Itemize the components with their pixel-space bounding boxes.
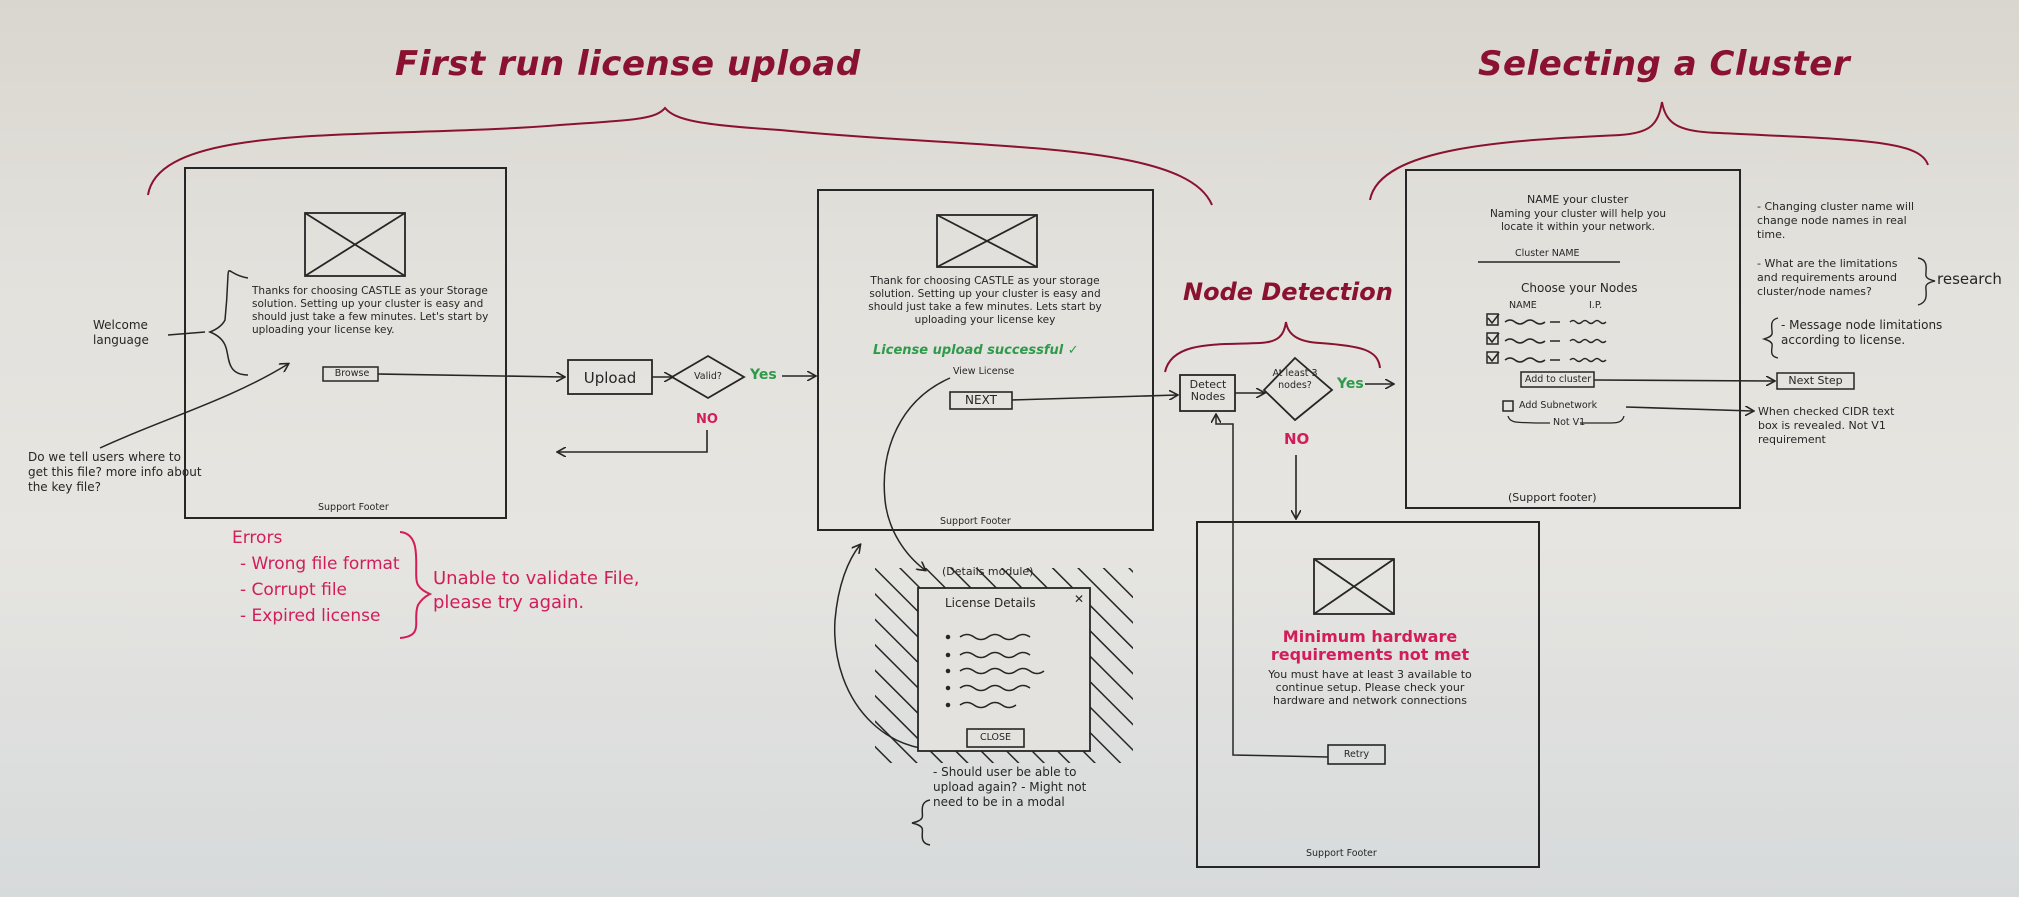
annotation-key-file-question: Do we tell users where to get this file?…	[28, 450, 202, 494]
screen1-annotation-arrow-welcome	[167, 331, 206, 336]
screen2-welcome-text: Thank for choosing CASTLE as your storag…	[868, 275, 1102, 326]
modal-note: - Should user be able to upload again? -…	[933, 765, 1087, 809]
errors-heading: Errors	[232, 528, 283, 548]
note-license-limitations: - Message node limitations according to …	[1781, 318, 1943, 347]
section-title-selecting-cluster: Selecting a Cluster	[1478, 44, 1851, 84]
details-modal-squiggle-lines	[945, 633, 1045, 709]
node-yes-label: Yes	[1337, 376, 1364, 392]
errors-list: Errors - Wrong file format - Corrupt fil…	[232, 525, 412, 629]
not-v1-label: Not V1	[1553, 417, 1586, 428]
close-x-icon[interactable]: ✕	[1074, 592, 1085, 606]
col-ip-header: I.P.	[1589, 300, 1603, 311]
errors-message: Unable to validate File, please try agai…	[433, 568, 640, 613]
add-to-cluster-label[interactable]: Add to cluster	[1524, 374, 1592, 385]
add-subnetwork-checkbox[interactable]	[1502, 400, 1514, 412]
note-cluster-name-realtime: - Changing cluster name will change node…	[1757, 200, 1915, 241]
details-modal-dialog	[917, 587, 1091, 752]
arrow-add-to-next-step	[1593, 380, 1774, 381]
node-rows	[1486, 313, 1607, 364]
license-upload-success: License upload successful ✓	[873, 343, 1079, 358]
detect-nodes-label: Detect Nodes	[1189, 378, 1227, 403]
arrow-valid-no	[558, 430, 708, 452]
error-item: - Corrupt file	[240, 580, 348, 600]
details-module-label: (Details module)	[942, 565, 1034, 578]
col-name-header: NAME	[1509, 300, 1537, 311]
valid-decision-diamond	[670, 354, 746, 400]
error-item: - Expired license	[240, 606, 381, 626]
screen4-warning: Minimum hardware requirements not met	[1270, 627, 1470, 664]
errors-brace	[399, 531, 433, 639]
section-brace-cluster	[1369, 101, 1929, 201]
screen4-frame	[1196, 521, 1540, 868]
license-note-brace	[1761, 317, 1779, 359]
cluster-name-label: Cluster NAME	[1515, 248, 1580, 259]
not-v1-brace	[1507, 415, 1625, 424]
research-brace	[1917, 257, 1936, 306]
screen4-retry-label[interactable]: Retry	[1343, 749, 1370, 760]
screen3-frame	[1405, 169, 1741, 509]
arrow-next-to-detect	[1011, 395, 1177, 401]
note-research: research	[1937, 270, 2002, 288]
error-item: - Wrong file format	[240, 554, 400, 574]
arrow-retry-to-detect	[1216, 415, 1329, 758]
section-brace-node-detection	[1164, 321, 1381, 373]
valid-yes-label: Yes	[750, 367, 777, 383]
screen1-welcome-brace	[207, 270, 249, 376]
screen2-logo-placeholder-icon	[936, 214, 1038, 268]
note-cidr-textbox: When checked CIDR text box is revealed. …	[1758, 405, 1895, 446]
add-subnetwork-label: Add Subnetwork	[1519, 400, 1598, 411]
screen4-logo-placeholder-icon	[1313, 558, 1395, 615]
screen1-annotation-arrow-question	[99, 364, 288, 449]
details-close-label[interactable]: CLOSE	[979, 732, 1012, 743]
screen2-footer: Support Footer	[940, 516, 1011, 527]
valid-decision-label: Valid?	[694, 371, 722, 382]
section-brace-first-run	[147, 106, 1213, 206]
screen2-frame	[817, 189, 1154, 531]
next-step-button[interactable]	[1776, 372, 1855, 390]
section-title-first-run: First run license upload	[395, 44, 861, 84]
node-no-label: NO	[1284, 430, 1310, 448]
add-to-cluster-button[interactable]	[1520, 371, 1595, 388]
arrow-browse-to-upload	[377, 374, 564, 377]
upload-step-label: Upload	[583, 369, 637, 387]
screen1-footer: Support Footer	[318, 502, 389, 513]
screen2-next-label[interactable]: NEXT	[965, 393, 997, 407]
screen4-message: You must have at least 3 available to co…	[1268, 668, 1472, 707]
valid-no-label: NO	[696, 412, 718, 427]
note-name-limitations: - What are the limitations and requireme…	[1757, 257, 1898, 298]
node-count-decision-label: At least 3 nodes?	[1272, 368, 1318, 391]
screen2-next-button[interactable]	[949, 391, 1013, 410]
screen3-subtext: Naming your cluster will help you locate…	[1489, 208, 1667, 233]
view-license-link[interactable]: View License	[953, 366, 1015, 377]
screen1-welcome-text: Thanks for choosing CASTLE as your Stora…	[252, 285, 489, 336]
arrow-subnet-to-note	[1625, 407, 1753, 411]
details-close-button[interactable]	[966, 728, 1025, 748]
details-modal-title: License Details	[945, 596, 1036, 610]
screen4-retry-button[interactable]	[1327, 744, 1386, 765]
arrow-view-license-to-modal	[883, 377, 951, 570]
screen3-heading: NAME your cluster	[1527, 193, 1629, 206]
modal-note-brace	[911, 799, 931, 846]
next-step-label[interactable]: Next Step	[1788, 374, 1843, 387]
choose-nodes-label: Choose your Nodes	[1521, 281, 1638, 295]
screen4-footer: Support Footer	[1306, 848, 1377, 859]
screen1-logo-placeholder-icon	[304, 212, 406, 277]
screen1-browse-label[interactable]: Browse	[334, 368, 370, 379]
screen1-frame	[184, 167, 507, 519]
section-title-node-detection: Node Detection	[1183, 278, 1393, 306]
screen3-footer: (Support footer)	[1508, 491, 1597, 504]
node-count-decision-diamond	[1262, 356, 1334, 422]
annotation-welcome-language: Welcome language	[93, 318, 149, 347]
